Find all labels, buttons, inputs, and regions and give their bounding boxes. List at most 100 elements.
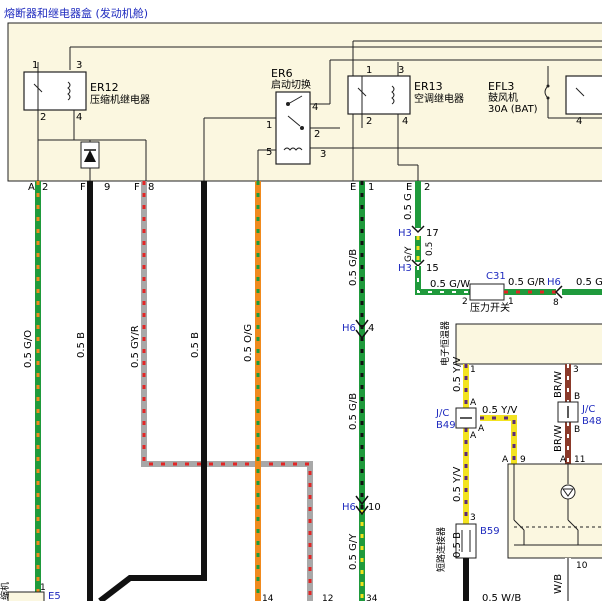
er12-code: ER12 xyxy=(90,81,119,94)
er13-pin-3: 3 xyxy=(398,65,404,76)
h6a-code: H6 xyxy=(342,323,356,334)
ecu-name: 电子恒温器 xyxy=(439,321,451,366)
label-w3: 0.5 GY/R xyxy=(130,325,141,368)
er12-pin-4: 4 xyxy=(76,112,82,123)
diagram-title: 熔断器和继电器盒 (发动机舱) xyxy=(4,6,148,20)
b59-code: B59 xyxy=(480,526,500,537)
label-w6b: 0.5 G/B xyxy=(348,393,359,430)
h3b-code: H3 xyxy=(398,263,412,274)
label-w11b: 0.5 Y/V xyxy=(482,405,518,416)
jc-b48-pin-bottom: B xyxy=(574,425,580,435)
e5-code: E5 xyxy=(48,591,61,601)
lower-pin-11: 11 xyxy=(574,455,585,465)
term-f-2: F xyxy=(134,182,140,193)
term-a: A xyxy=(28,182,35,193)
label-w11a: 0.5 Y/V xyxy=(452,356,463,392)
h6b-pin: 10 xyxy=(368,502,381,513)
label-w5: 0.5 O/G xyxy=(243,324,254,362)
wire-y-v xyxy=(463,364,517,524)
h6-connector-8: H6 8 xyxy=(547,277,563,308)
e5-name: 缩机 xyxy=(0,582,11,600)
jc-b48-pin-top: B xyxy=(574,392,580,402)
er12-relay: 1 3 2 4 ER12 压缩机继电器 xyxy=(23,60,150,123)
wire-gy-r xyxy=(141,181,313,601)
e5-connector: 1 E5 缩机 xyxy=(0,582,61,601)
label-w6c: 0.5 G/Y xyxy=(348,533,359,570)
er6-pin-4: 4 xyxy=(312,102,318,113)
e5-pin: 1 xyxy=(40,583,46,593)
label-w6a: 0.5 G/B xyxy=(348,249,359,286)
lower-pin-10: 10 xyxy=(576,561,588,571)
label-w7a: 0.5 G xyxy=(403,193,414,220)
er13-code: ER13 xyxy=(414,80,443,93)
jc-b49: J/C B49 A A A xyxy=(435,398,485,441)
er6-code: ER6 xyxy=(271,67,293,80)
jc-b49-pin-bottom: A xyxy=(470,431,477,441)
jc-b49-sub: B49 xyxy=(436,420,456,431)
c31-pressure-switch: C31 2 1 压力开关 xyxy=(462,271,514,314)
label-w10: 0.5 G xyxy=(576,277,602,288)
er12-name: 压缩机继电器 xyxy=(90,93,150,106)
bottom-pin-12: 12 xyxy=(322,594,333,601)
h3b-pin: 15 xyxy=(426,263,439,274)
h6-connector-10: H6 10 xyxy=(342,495,381,516)
label-w15: 0.5 W/B xyxy=(482,593,521,601)
er6-pin-2: 2 xyxy=(314,129,320,140)
label-w1: 0.5 G/O xyxy=(23,330,34,368)
er13-name: 空调继电器 xyxy=(414,92,464,105)
term-e-1: E xyxy=(350,182,356,193)
lower-pin-9: 9 xyxy=(520,455,526,465)
jc-b49-pin-top: A xyxy=(470,398,477,408)
label-w7b-left: G/Y xyxy=(404,246,414,262)
c31-pin-1: 1 xyxy=(508,297,514,307)
er12-pin-3: 3 xyxy=(76,60,82,71)
c31-pin-2: 2 xyxy=(462,297,468,307)
h6c-pin: 8 xyxy=(553,298,559,308)
efl3-code: EFL3 xyxy=(488,80,514,93)
h3-connector-17: H3 17 xyxy=(398,225,439,239)
efl3-pin-4: 4 xyxy=(576,116,582,127)
jc-b49-code: J/C xyxy=(435,408,449,419)
er6-pin-3: 3 xyxy=(320,149,326,160)
lower-pin-a1: A xyxy=(502,455,509,465)
er13-relay: 1 3 2 4 ER13 空调继电器 xyxy=(347,62,464,165)
er13-pin-1: 1 xyxy=(366,65,372,76)
label-w12b: BR/W xyxy=(553,425,564,452)
er13-pin-2: 2 xyxy=(366,116,372,127)
h3a-code: H3 xyxy=(398,228,412,239)
er6-pin-1: 1 xyxy=(266,120,272,131)
jc-b48-sub: B48 xyxy=(582,416,602,427)
b59-short-connector: 3 B59 短路连接器 xyxy=(435,513,500,572)
jc-b48-code: J/C xyxy=(581,404,595,415)
bottom-pin-14: 14 xyxy=(262,594,274,601)
h6-connector-4: H6 4 xyxy=(342,319,374,340)
er6-name: 启动切换 xyxy=(271,78,311,91)
efl3-name: 鼓风机 xyxy=(488,91,518,104)
electronic-thermostat: 电子恒温器 1 3 xyxy=(439,321,602,375)
er12-pin-1: 1 xyxy=(32,60,38,71)
wire-b-2 xyxy=(98,181,207,601)
diode xyxy=(80,141,100,169)
h6a-pin: 4 xyxy=(368,323,374,334)
ecu-pin-3: 3 xyxy=(573,365,579,375)
term-9: 9 xyxy=(104,182,110,193)
er6-pin-5: 5 xyxy=(266,147,272,158)
b59-name: 短路连接器 xyxy=(435,527,447,572)
label-w4: 0.5 B xyxy=(190,332,201,358)
er6-relay: ER6 启动切换 4 1 2 5 3 xyxy=(266,67,326,165)
h3a-pin: 17 xyxy=(426,228,439,239)
term-1: 1 xyxy=(368,182,374,193)
er13-pin-4: 4 xyxy=(402,116,408,127)
bottom-pin-34: 34 xyxy=(366,594,378,601)
label-w9: 0.5 G/R xyxy=(508,277,545,288)
c31-code: C31 xyxy=(486,271,506,282)
h6b-code: H6 xyxy=(342,502,356,513)
term-2b: 2 xyxy=(424,182,430,193)
term-2: 2 xyxy=(42,182,48,193)
wire-g-w xyxy=(415,266,470,295)
lower-module: A 9 A 11 10 xyxy=(502,455,602,571)
c31-name: 压力开关 xyxy=(470,301,510,314)
label-w14: W/B xyxy=(553,574,564,594)
label-w8: 0.5 G/W xyxy=(430,279,470,290)
